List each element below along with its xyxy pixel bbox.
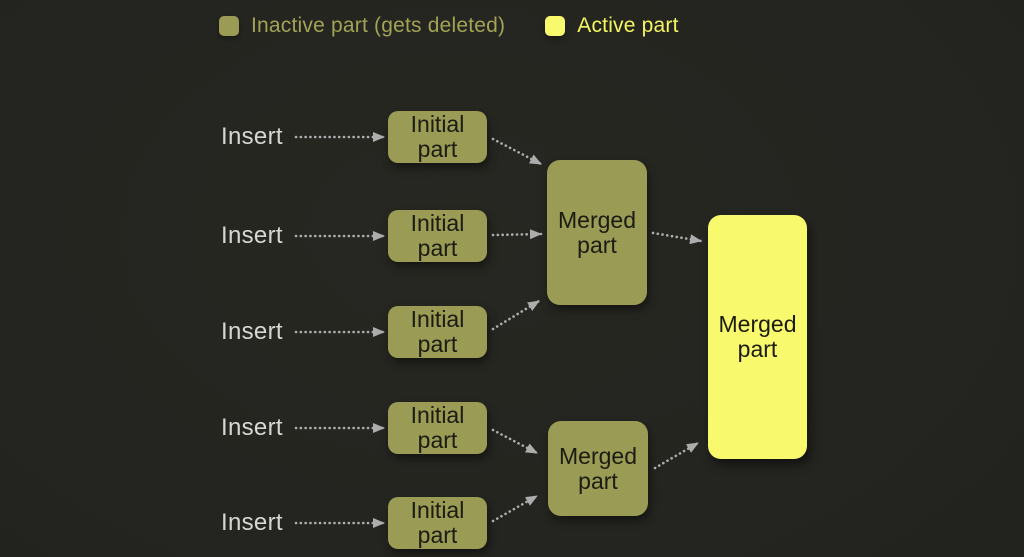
initial-part-box-1: Initial part xyxy=(388,111,487,163)
initial-part-box-4: Initial part xyxy=(388,402,487,454)
merged-part-box-final-active: Merged part xyxy=(708,215,807,459)
insert-label-1: Insert xyxy=(221,123,283,150)
legend-item-active: Active part xyxy=(545,14,678,38)
insert-label-5: Insert xyxy=(221,509,283,536)
legend-label-inactive: Inactive part (gets deleted) xyxy=(251,14,506,37)
merged-part-box-top: Merged part xyxy=(547,160,647,305)
arrow-initial2-to-merged-top xyxy=(491,229,543,240)
initial-part-label: Initial part xyxy=(410,497,465,548)
initial-part-label: Initial part xyxy=(410,306,465,357)
merged-part-label: Merged part xyxy=(558,206,636,258)
initial-part-label: Initial part xyxy=(410,210,465,261)
active-part-swatch-icon xyxy=(545,16,566,36)
insert-label-3: Insert xyxy=(221,318,283,345)
inactive-part-swatch-icon xyxy=(219,16,239,36)
initial-part-box-3: Initial part xyxy=(388,306,487,358)
initial-part-label: Initial part xyxy=(410,402,465,453)
initial-part-label: Initial part xyxy=(410,111,465,162)
insert-label-4: Insert xyxy=(221,414,283,441)
arrow-merged-top-to-final xyxy=(651,231,703,245)
merged-part-label: Merged part xyxy=(559,442,637,494)
arrow-initial4-to-merged-bottom xyxy=(491,428,539,455)
arrow-merged-bottom-to-final xyxy=(653,441,700,470)
arrow-initial1-to-merged-top xyxy=(491,137,543,166)
initial-part-box-2: Initial part xyxy=(388,210,487,262)
initial-part-box-5: Initial part xyxy=(388,497,487,549)
merged-part-box-bottom: Merged part xyxy=(548,421,648,516)
insert-label-2: Insert xyxy=(221,222,283,249)
legend: Inactive part (gets deleted) Active part xyxy=(219,11,679,41)
arrow-initial5-to-merged-bottom xyxy=(491,494,539,523)
merged-part-label: Merged part xyxy=(718,311,797,362)
legend-label-active: Active part xyxy=(577,14,679,37)
arrow-initial3-to-merged-top xyxy=(491,299,541,331)
legend-item-inactive: Inactive part (gets deleted) xyxy=(219,14,505,38)
